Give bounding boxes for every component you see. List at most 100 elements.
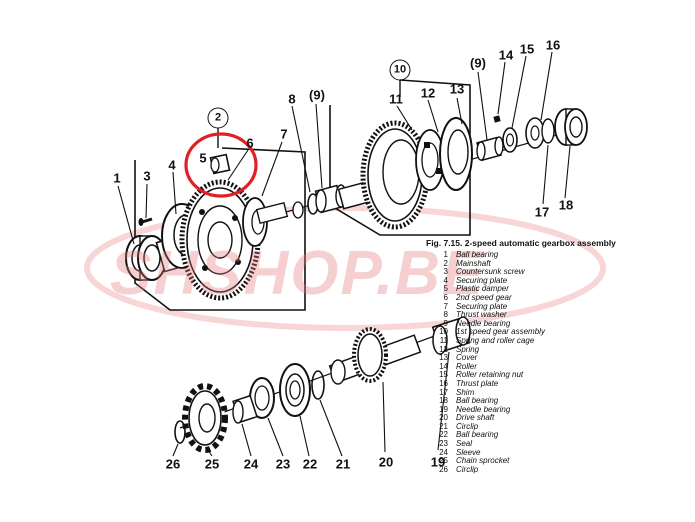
legend-item-number: 7	[443, 301, 448, 311]
legend-item-number: 26	[439, 464, 448, 474]
legend-item-text: Ball bearing	[456, 396, 499, 406]
highlight-circle	[184, 132, 258, 198]
legend-item: 2 Mainshaft	[426, 258, 688, 269]
callout-4: 4	[168, 157, 176, 173]
legend-item-text: Mainshaft	[456, 258, 491, 268]
legend-item: 18 Ball bearing	[426, 396, 688, 406]
callout-25: 25	[204, 456, 220, 472]
legend-item-number: 21	[439, 421, 448, 431]
legend-item-number: 19	[439, 404, 448, 414]
legend-item-number: 5	[443, 284, 448, 294]
callout-11: 11	[389, 91, 403, 107]
legend-item-number: 2	[443, 258, 448, 268]
part-3-countersunk-screw	[138, 217, 153, 226]
legend-item-text: Roller retaining nut	[456, 370, 524, 380]
legend-item-text: Spring and roller cage	[456, 335, 535, 345]
callout-3: 3	[143, 168, 151, 184]
legend-item: 13 Cover	[426, 354, 688, 363]
legend-item-number: 23	[439, 439, 448, 449]
legend-item-text: Securing plate	[456, 301, 508, 311]
legend-item: 5 Plastic damper	[426, 285, 688, 294]
legend-item: 25 Chain sprocket	[426, 457, 688, 466]
part-14-roller	[493, 115, 501, 123]
legend-item-number: 3	[443, 267, 448, 277]
callout-16: 16	[545, 37, 561, 53]
callout-19: 19	[430, 454, 446, 470]
legend-item-text: Drive shaft	[456, 413, 495, 423]
legend-item-text: Thrust plate	[456, 378, 499, 388]
legend-item-number: 20	[439, 413, 448, 423]
legend-item: 7 Securing plate	[426, 301, 688, 312]
legend-item-number: 25	[439, 456, 448, 466]
legend-item-text: Ball bearing	[456, 430, 499, 440]
part-7-securing-plate	[242, 197, 304, 247]
part-19-needle-bearing	[431, 316, 471, 355]
legend-item-text: Plastic damper	[456, 284, 509, 294]
legend-item-number: 16	[439, 378, 448, 388]
callout-15: 15	[519, 41, 535, 57]
legend-item-text: Cover	[456, 353, 478, 363]
legend-item-number: 10	[439, 327, 448, 337]
callout-5: 5	[199, 150, 207, 166]
part-10-1st-speed-gear	[337, 120, 430, 230]
callout-20: 20	[378, 454, 394, 470]
callout-24: 24	[243, 456, 259, 472]
legend-item-text: Circlip	[456, 421, 479, 431]
callout-26: 26	[165, 456, 181, 472]
callout-21: 21	[335, 456, 351, 472]
part-21-circlip	[311, 370, 325, 400]
legend-item-number: 22	[439, 430, 448, 440]
parts-legend: Fig. 7.15. 2-speed automatic gearbox ass…	[426, 238, 688, 474]
callout-13: 13	[449, 81, 465, 97]
part-17-shim	[541, 118, 555, 144]
legend-item: 15 Roller retaining nut	[426, 371, 688, 380]
legend-item-number: 1	[443, 250, 448, 259]
legend-item-number: 13	[439, 353, 448, 363]
part-23-seal	[249, 377, 275, 419]
legend-item-text: Sleeve	[456, 447, 481, 457]
legend-item-text: 2nd speed gear	[456, 292, 512, 302]
part-6-2nd-speed-gear	[179, 179, 261, 301]
legend-item-text: Needle bearing	[456, 318, 511, 328]
legend-item: 12 Spring	[426, 344, 688, 355]
legend-item-text: Chain sprocket	[456, 456, 510, 466]
part-20-drive-shaft	[328, 327, 422, 385]
callout-18: 18	[558, 197, 574, 213]
part-9-needle-bearing-b	[476, 136, 504, 162]
part-5-plastic-damper	[209, 153, 231, 175]
part-26-circlip	[174, 420, 186, 444]
legend-item-number: 18	[439, 396, 448, 406]
part-16-thrust-plate	[525, 117, 545, 149]
leader-lines	[117, 51, 571, 457]
legend-item: 22 Ball bearing	[426, 431, 688, 440]
callout-7: 7	[280, 126, 288, 142]
legend-item: 3 Countersunk screw	[426, 268, 688, 277]
callout-8: 8	[288, 91, 296, 107]
callout-17: 17	[534, 204, 550, 220]
legend-item-number: 14	[439, 361, 448, 371]
legend-item-number: 12	[439, 344, 448, 354]
callout-2: 2	[207, 107, 229, 129]
callout-1: 1	[113, 170, 121, 186]
legend-item-text: Securing plate	[456, 275, 508, 285]
legend-item-number: 9	[443, 318, 448, 328]
legend-item-number: 8	[443, 310, 448, 320]
legend-item-text: Roller	[456, 361, 477, 371]
legend-item-number: 4	[443, 275, 448, 285]
part-24-sleeve	[232, 394, 258, 424]
legend-item-text: Spring	[456, 344, 480, 354]
part-18-ball-bearing	[554, 108, 588, 146]
legend-item-number: 15	[439, 370, 448, 380]
part-25-chain-sprocket	[182, 383, 228, 453]
figure-caption: Fig. 7.15. 2-speed automatic gearbox ass…	[426, 238, 616, 248]
legend-item-text: Countersunk screw	[456, 267, 525, 277]
part-22-ball-bearing	[279, 363, 311, 417]
part-15-roller-retaining-nut	[502, 127, 518, 153]
